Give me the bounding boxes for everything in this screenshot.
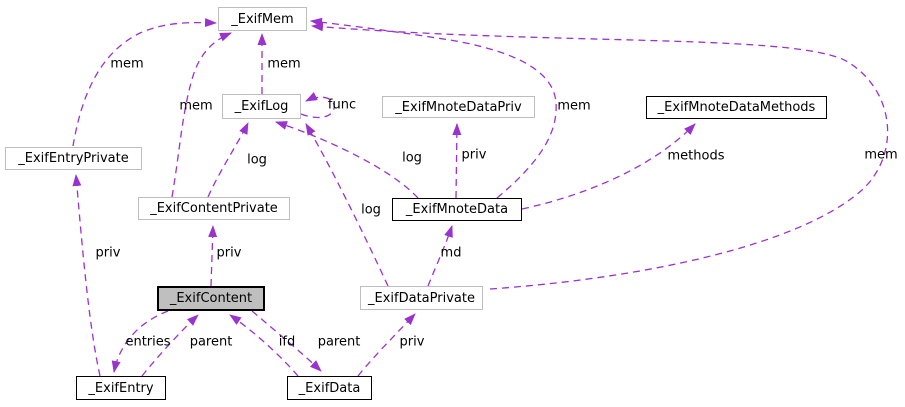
- edge-label-priv-data: priv: [399, 334, 425, 350]
- edge-mem-entryprivate-to-mem: [72, 18, 217, 147]
- node-exifdataprivate: _ExifDataPrivate: [360, 286, 483, 310]
- edge-label-priv-entry: priv: [95, 245, 121, 261]
- node-exifmnotedatamethods[interactable]: _ExifMnoteDataMethods: [646, 96, 827, 119]
- edge-label-entries: entries: [125, 334, 171, 350]
- edge-log-contentprivate-to-log: [207, 122, 249, 198]
- node-exifmnotedata[interactable]: _ExifMnoteData: [392, 198, 522, 221]
- edge-label-mem-entryprivate: mem: [110, 56, 144, 72]
- edge-label-mem-log: mem: [267, 56, 301, 72]
- edge-label-methods: methods: [667, 148, 725, 164]
- edge-label-mem-mnotedata: mem: [557, 98, 591, 114]
- edge-func-log-self: [300, 92, 335, 119]
- edge-label-priv-content: priv: [216, 245, 242, 261]
- node-exifdata[interactable]: _ExifData: [287, 376, 372, 400]
- edge-parent-entry-to-content: [141, 314, 199, 377]
- node-exifentry[interactable]: _ExifEntry: [76, 376, 166, 400]
- edge-log-dataprivate-to-log: [305, 123, 389, 287]
- edge-label-mem-contentprivate: mem: [179, 98, 213, 114]
- edge-priv-mnotedata-to-mnotedatapriv: [452, 123, 462, 199]
- edge-label-parent-entry: parent: [189, 334, 233, 350]
- edge-priv-entry-to-entryprivate: [72, 174, 101, 377]
- edge-label-log-mnotedata: log: [402, 150, 422, 166]
- edge-label-mem-dataprivate: mem: [864, 147, 898, 163]
- node-exifcontent-selected: _ExifContent: [157, 286, 265, 311]
- edge-label-priv-mnotedata: priv: [461, 147, 487, 163]
- edge-methods-mnotedata-to-mnotedatamethods: [521, 123, 696, 210]
- edge-priv-data-to-dataprivate: [357, 313, 416, 377]
- node-exifmnotedatapriv: _ExifMnoteDataPriv: [382, 96, 535, 118]
- node-exifmem: _ExifMem: [218, 7, 307, 31]
- edge-label-parent-content: parent: [317, 334, 361, 350]
- edge-log-mnotedata-to-log: [275, 121, 419, 199]
- edge-label-log-contentprivate: log: [247, 152, 267, 168]
- edge-label-func: func: [327, 97, 357, 113]
- edge-mem-dataprivate-to-mem: [311, 22, 889, 290]
- edge-mem-contentprivate-to-mem: [171, 32, 232, 198]
- edge-label-ifd: ifd: [278, 334, 296, 350]
- node-exifentryprivate: _ExifEntryPrivate: [5, 147, 142, 170]
- node-exiflog: _ExifLog: [222, 94, 301, 119]
- edge-entries-content-to-entry: [111, 310, 169, 373]
- edge-mem-mnotedata-to-mem: [310, 17, 557, 199]
- edge-priv-content-to-contentprivate: [208, 225, 218, 287]
- edge-md-dataprivate-to-mnotedata: [427, 225, 453, 287]
- edge-label-log-dataprivate: log: [361, 202, 381, 218]
- node-exifcontentprivate: _ExifContentPrivate: [138, 197, 290, 220]
- edge-label-md: md: [440, 245, 462, 261]
